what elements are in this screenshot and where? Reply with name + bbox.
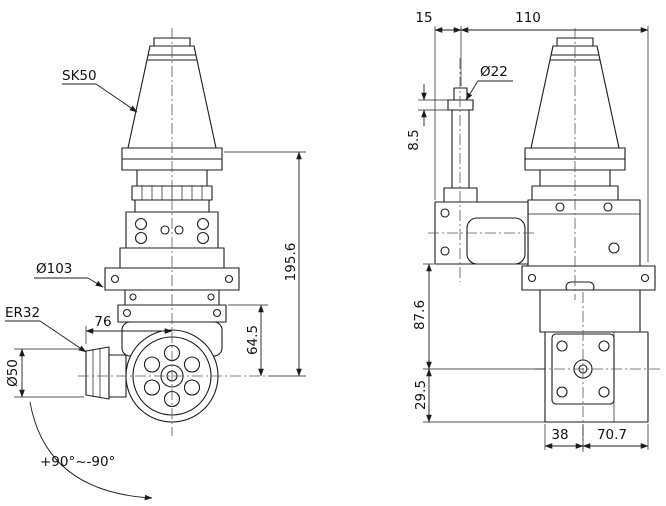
- dim-label-195-6: 195.6: [283, 243, 299, 282]
- dim-label-38: 38: [551, 427, 568, 443]
- dim-label-70-7: 70.7: [597, 427, 627, 443]
- dim-label-110: 110: [515, 10, 541, 26]
- dim-label-d103: Ø103: [36, 261, 72, 277]
- dim-label-d50: Ø50: [5, 359, 21, 387]
- dim-label-64-5: 64.5: [245, 325, 261, 355]
- side-small-spindle: [447, 99, 474, 111]
- dim-label-29-5: 29.5: [413, 380, 429, 410]
- dim-label-15: 15: [415, 10, 432, 26]
- dim-label-76: 76: [94, 314, 111, 330]
- front-view-geometry: [78, 28, 268, 436]
- side-view-geometry: [428, 28, 660, 452]
- dim-label-sk50: SK50: [62, 68, 97, 84]
- dim-label-8-5: 8.5: [406, 129, 422, 150]
- dim-label-er32: ER32: [5, 305, 40, 321]
- dim-label-d22: Ø22: [480, 64, 508, 80]
- side-view-dimensions: 15 110 Ø22 8.5 87.6 29.5 38 70.7: [406, 10, 649, 450]
- front-view-dimensions: SK50 195.6 64.5 Ø103 76 ER32 Ø50 +90°~-9…: [5, 68, 306, 501]
- dim-label-angle-range: +90°~-90°: [40, 454, 115, 470]
- dim-label-87-6: 87.6: [412, 300, 428, 330]
- front-er32-nut: [85, 346, 110, 400]
- side-upper-body: [527, 199, 641, 269]
